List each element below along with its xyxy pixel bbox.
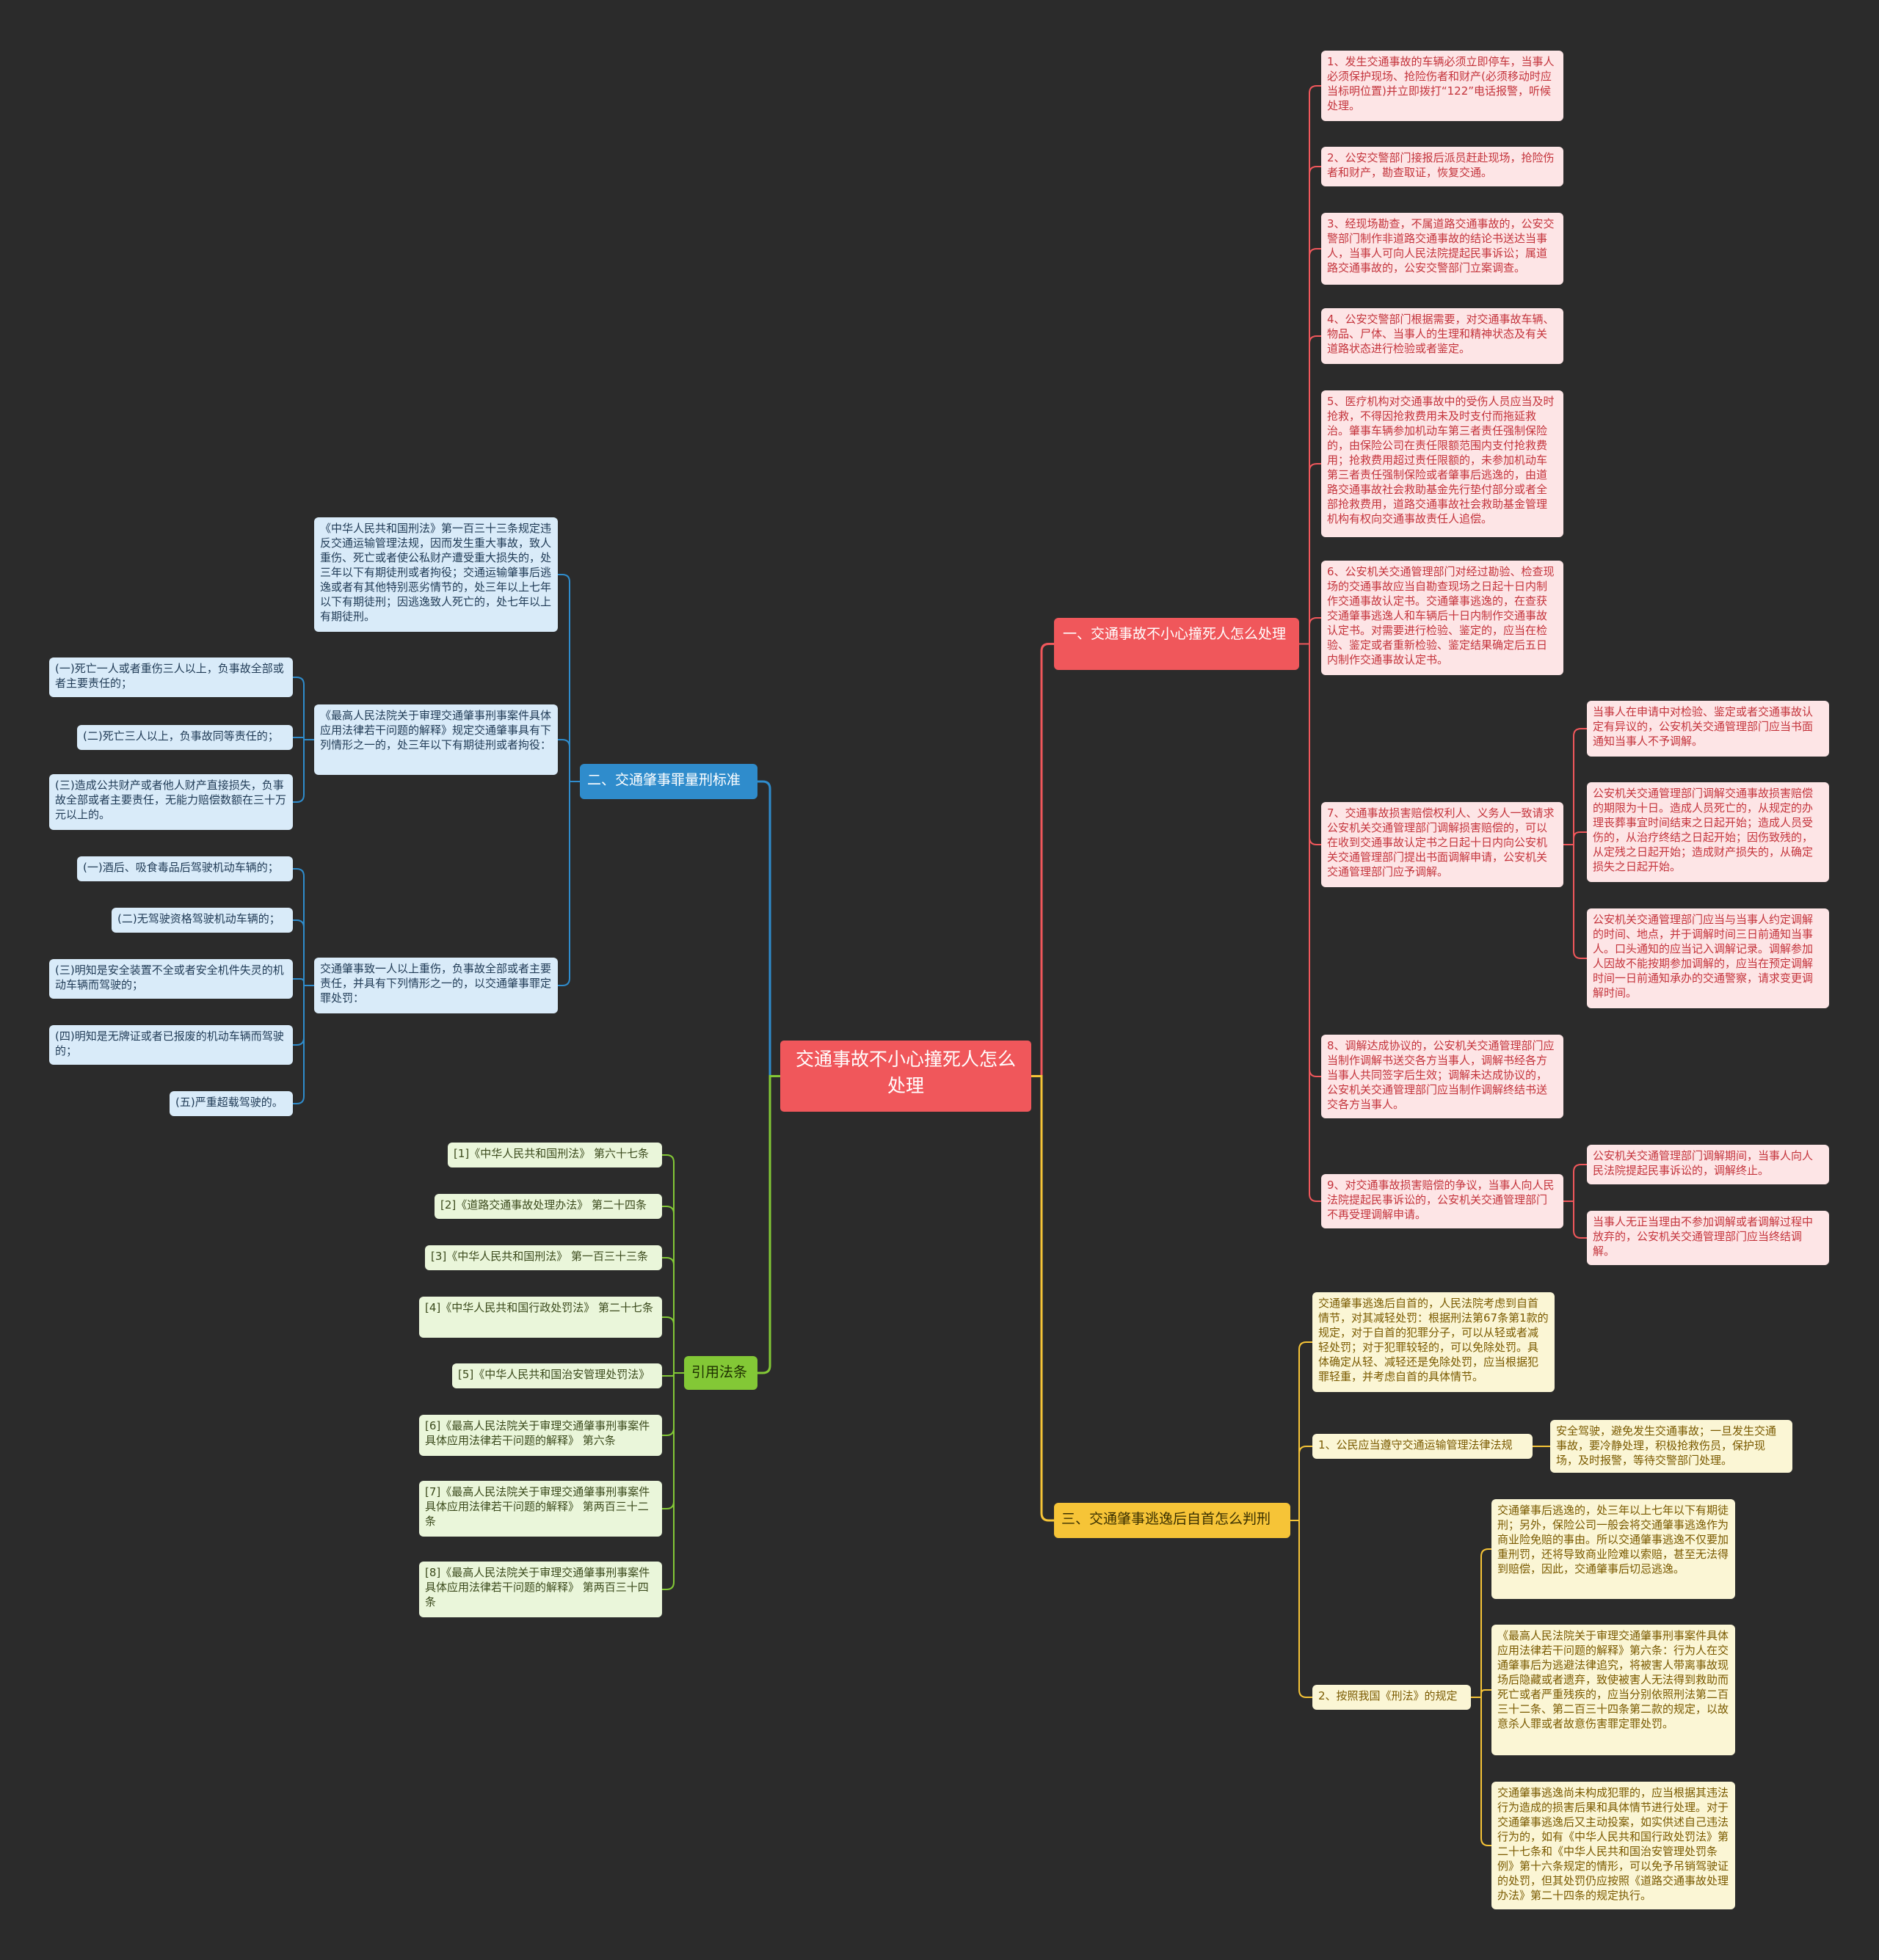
leaf-node[interactable]: (三)造成公共财产或者他人财产直接损失，负事故全部或者主要责任，无能力赔偿数额在… [49, 774, 293, 830]
connector-line [1290, 1520, 1312, 1698]
leaf-node[interactable]: 9、对交通事故损害赔偿的争议，当事人向人民法院提起民事诉讼的，公安机关交通管理部… [1321, 1174, 1563, 1228]
connector-line [1299, 85, 1321, 645]
leaf-node[interactable]: 4、公安交警部门根据需要，对交通事故车辆、物品、尸体、当事人的生理和精神状态及有… [1321, 308, 1563, 364]
leaf-node[interactable]: 交通肇事后逃逸的，处三年以上七年以下有期徒刑；另外，保险公司一般会将交通肇事逃逸… [1491, 1499, 1735, 1599]
leaf-node[interactable]: (二)死亡三人以上，负事故同等责任的； [77, 725, 293, 750]
leaf-node[interactable]: 《最高人民法院关于审理交通肇事刑事案件具体应用法律若干问题的解释》规定交通肇事具… [314, 704, 558, 775]
connector-line [1299, 248, 1321, 645]
branch-sentencing-standard[interactable]: 二、交通肇事罪量刑标准 [580, 764, 757, 799]
leaf-node[interactable]: 1、公民应当遵守交通运输管理法律法规 [1312, 1434, 1533, 1459]
connector-line [1471, 1548, 1491, 1698]
connector-line [1563, 728, 1587, 845]
leaf-node[interactable]: [1]《中华人民共和国刑法》 第六十七条 [448, 1143, 662, 1167]
connector-line [1031, 1075, 1054, 1522]
branch-escape-surrender[interactable]: 三、交通肇事逃逸后自首怎么判刑 [1054, 1503, 1290, 1538]
leaf-node[interactable]: 3、经现场勘查，不属道路交通事故的，公安交警部门制作非道路交通事故的结论书送达当… [1321, 213, 1563, 285]
connector-line [1299, 463, 1321, 645]
connector-line [757, 780, 780, 1077]
leaf-node[interactable]: 2、按照我国《刑法》的规定 [1312, 1685, 1471, 1710]
connector-line [293, 739, 314, 803]
leaf-node[interactable]: 交通肇事致一人以上重伤，负事故全部或者主要责任，并具有下列情形之一的，以交通肇事… [314, 958, 558, 1013]
leaf-node[interactable]: (三)明知是安全装置不全或者安全机件失灵的机动车辆而驾驶的； [49, 959, 293, 999]
leaf-node[interactable]: 公安机关交通管理部门调解交通事故损害赔偿的期限为十日。造成人员死亡的，从规定的办… [1587, 782, 1829, 882]
connector-line [1299, 166, 1321, 645]
connector-line [757, 1075, 780, 1374]
connector-line [293, 978, 314, 986]
root-topic[interactable]: 交通事故不小心撞死人怎么处理 [780, 1041, 1031, 1112]
connector-line [1471, 1689, 1491, 1698]
leaf-node[interactable]: 公安机关交通管理部门应当与当事人约定调解的时间、地点，并于调解时间三日前通知当事… [1587, 908, 1829, 1008]
connector-line [558, 574, 580, 782]
leaf-node[interactable]: [7]《最高人民法院关于审理交通肇事刑事案件具体应用法律若干问题的解释》 第两百… [419, 1481, 662, 1537]
connector-line [1563, 844, 1587, 959]
leaf-node[interactable]: (二)无驾驶资格驾驶机动车辆的； [112, 908, 293, 933]
leaf-node[interactable]: 7、交通事故损害赔偿权利人、义务人一致请求公安机关交通管理部门调解损害赔偿的，可… [1321, 802, 1563, 887]
connector-line [293, 737, 314, 740]
connector-line [293, 985, 314, 1104]
leaf-node[interactable]: (四)明知是无牌证或者已报废的机动车辆而驾驶的； [49, 1025, 293, 1065]
connector-line [1299, 617, 1321, 645]
connector-line [293, 677, 314, 740]
leaf-node[interactable]: 5、医疗机构对交通事故中的受伤人员应当及时抢救，不得因抢救费用未及时支付而拖延救… [1321, 390, 1563, 537]
branch-cited-laws[interactable]: 引用法条 [684, 1356, 757, 1390]
branch-accident-handling[interactable]: 一、交通事故不小心撞死人怎么处理 [1054, 618, 1299, 670]
connector-line [662, 1257, 684, 1374]
connector-line [1563, 831, 1587, 845]
connector-line [1290, 1341, 1312, 1521]
connector-line [662, 1154, 684, 1374]
connector-line [662, 1206, 684, 1374]
leaf-node[interactable]: 安全驾驶，避免发生交通事故；一旦发生交通事故，要冷静处理，积极抢救伤员，保护现场… [1550, 1420, 1792, 1473]
leaf-node[interactable]: 8、调解达成协议的，公安机关交通管理部门应当制作调解书送交各方当事人，调解书经各… [1321, 1035, 1563, 1118]
leaf-node[interactable]: 交通肇事逃逸尚未构成犯罪的，应当根据其违法行为造成的损害后果和具体情节进行处理。… [1491, 1782, 1735, 1909]
connector-line [1031, 643, 1054, 1077]
leaf-node[interactable]: 当事人在申请中对检验、鉴定或者交通事故认定有异议的，公安机关交通管理部门应当书面… [1587, 701, 1829, 757]
leaf-node[interactable]: 交通肇事逃逸后自首的，人民法院考虑到自首情节，对其减轻处罚：根据刑法第67条第1… [1312, 1292, 1555, 1392]
connector-line [662, 1316, 684, 1374]
leaf-node[interactable]: [5]《中华人民共和国治安管理处罚法》 [452, 1363, 662, 1388]
leaf-node[interactable]: 当事人无正当理由不参加调解或者调解过程中放弃的，公安机关交通管理部门应当终结调解… [1587, 1211, 1829, 1265]
leaf-node[interactable]: 2、公安交警部门接报后派员赶赴现场，抢险伤者和财产，勘查取证，恢复交通。 [1321, 147, 1563, 186]
leaf-node[interactable]: [3]《中华人民共和国刑法》 第一百三十三条 [425, 1245, 662, 1270]
connector-line [1471, 1697, 1491, 1846]
connector-line [662, 1372, 684, 1590]
leaf-node[interactable]: (五)严重超载驾驶的。 [170, 1091, 293, 1116]
connector-line [1563, 1164, 1587, 1202]
connector-line [293, 919, 314, 986]
leaf-node[interactable]: 《最高人民法院关于审理交通肇事刑事案件具体应用法律若干问题的解释》第六条：行为人… [1491, 1625, 1735, 1755]
leaf-node[interactable]: [8]《最高人民法院关于审理交通肇事刑事案件具体应用法律若干问题的解释》 第两百… [419, 1562, 662, 1617]
connector-line [293, 868, 314, 986]
leaf-node[interactable]: 公安机关交通管理部门调解期间，当事人向人民法院提起民事诉讼的，调解终止。 [1587, 1145, 1829, 1184]
connector-line [1299, 643, 1321, 1202]
leaf-node[interactable]: (一)死亡一人或者重伤三人以上，负事故全部或者主要责任的； [49, 657, 293, 697]
leaf-node[interactable]: 1、发生交通事故的车辆必须立即停车，当事人必须保护现场、抢险伤者和财产(必须移动… [1321, 51, 1563, 121]
leaf-node[interactable]: [4]《中华人民共和国行政处罚法》 第二十七条 [419, 1297, 662, 1338]
leaf-node[interactable]: [2]《道路交通事故处理办法》 第二十四条 [435, 1194, 662, 1219]
leaf-node[interactable]: (一)酒后、吸食毒品后驾驶机动车辆的； [77, 856, 293, 881]
connector-line [558, 739, 580, 782]
connector-line [1563, 1201, 1587, 1239]
connector-line [1299, 335, 1321, 645]
connector-line [1290, 1446, 1312, 1521]
connector-line [558, 781, 580, 986]
leaf-node[interactable]: 6、公安机关交通管理部门对经过勘验、检查现场的交通事故应当自勘查现场之日起十日内… [1321, 561, 1563, 675]
leaf-node[interactable]: [6]《最高人民法院关于审理交通肇事刑事案件具体应用法律若干问题的解释》 第六条 [419, 1415, 662, 1456]
leaf-node[interactable]: 《中华人民共和国刑法》第一百三十三条规定违反交通运输管理法规，因而发生重大事故，… [314, 517, 558, 632]
